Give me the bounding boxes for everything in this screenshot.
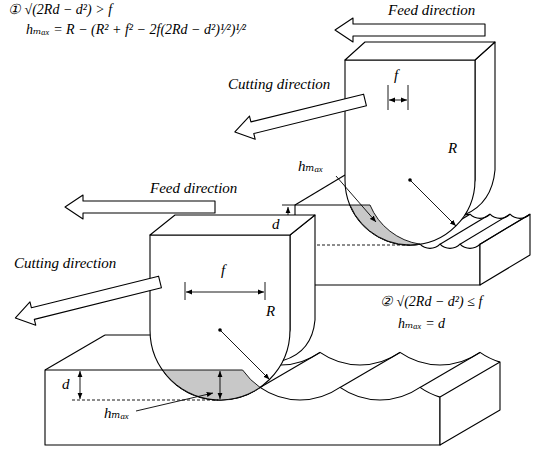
feed-arrow <box>65 195 215 219</box>
tool-top <box>150 215 315 235</box>
formula-text: ② √(2Rd − d²) ≤ f <box>380 294 482 310</box>
dimension-label: f <box>394 67 398 84</box>
center-point <box>408 178 412 182</box>
dimension-label: f <box>221 262 225 279</box>
dimension-label: hₘₐₓ <box>298 158 323 175</box>
direction-label: Cutting direction <box>228 76 330 93</box>
uncut-chip <box>163 370 260 400</box>
dimension-line <box>220 371 221 399</box>
cutting-arrow <box>232 88 368 143</box>
radius-line <box>410 180 456 226</box>
dimension-label: d <box>272 216 280 233</box>
tool-front <box>345 60 475 245</box>
radius-line <box>220 330 270 380</box>
feed-arrow <box>335 18 485 42</box>
extension-line <box>388 85 389 110</box>
extension-line <box>408 85 409 110</box>
uncut-chip <box>350 205 420 245</box>
formula-text: ① √(2Rd − d²) > f <box>8 2 112 18</box>
leader-line <box>136 393 213 411</box>
extension-line <box>185 282 186 300</box>
extension-line <box>282 205 295 206</box>
dimension-label: R <box>266 303 275 320</box>
groove-ridge <box>420 352 480 387</box>
leader-line <box>336 176 376 222</box>
extension-line <box>265 282 266 300</box>
workpiece-edge <box>295 175 345 205</box>
direction-label: Cutting direction <box>14 255 116 272</box>
dimension-line <box>389 100 407 101</box>
formula-text: hₘₐₓ = d <box>398 316 445 332</box>
groove-ridge <box>480 214 530 244</box>
groove-ridge <box>460 214 510 244</box>
dimension-label: R <box>448 140 457 157</box>
workpiece-side <box>440 362 500 445</box>
dimension-label: hₘₐₓ <box>104 405 129 422</box>
cutting-arrow <box>13 270 163 329</box>
workpiece-side <box>480 214 530 285</box>
workpiece-edge <box>45 335 105 370</box>
formula-text: hₘₐₓ = R − (R² + f² − 2f(2Rd − d²)¹⁄²)¹⁄… <box>26 22 246 38</box>
dimension-label: d <box>62 376 70 393</box>
direction-label: Feed direction <box>150 180 237 197</box>
center-point <box>218 328 222 332</box>
tool-front <box>150 235 290 400</box>
groove-ridge <box>340 352 400 387</box>
dimension-line <box>80 371 81 399</box>
dimension-line <box>186 292 264 293</box>
tool-top <box>345 42 495 60</box>
workpiece-front <box>45 370 440 445</box>
extension-line <box>72 400 218 401</box>
direction-label: Feed direction <box>388 2 475 19</box>
